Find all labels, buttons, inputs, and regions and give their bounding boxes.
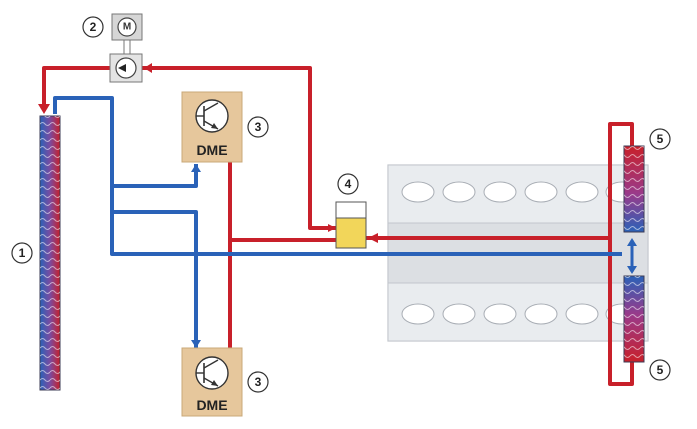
electric-coolant-pump: M xyxy=(109,13,143,83)
svg-text:1: 1 xyxy=(19,246,26,260)
callout-3-upper: 3 xyxy=(247,116,269,138)
flow-arrows xyxy=(38,63,637,348)
svg-text:3: 3 xyxy=(255,375,262,389)
flow-arrow-pump-return xyxy=(144,63,152,73)
callout-5-lower: 5 xyxy=(649,359,671,381)
motor-symbol: M xyxy=(123,22,131,33)
cylinder-bank-upper xyxy=(401,181,639,203)
svg-text:5: 5 xyxy=(657,363,664,377)
cold-line-upper-dme-feed xyxy=(112,164,198,188)
radiator xyxy=(39,115,61,391)
hot-line-pump-to-radiator xyxy=(42,66,110,110)
flow-arrow-reservoir-side xyxy=(328,224,336,232)
flow-arrow-dme-upper xyxy=(191,164,201,172)
transistor-icon xyxy=(195,99,229,133)
svg-text:5: 5 xyxy=(657,132,664,146)
cold-line-radiator-top xyxy=(53,96,622,256)
svg-text:3: 3 xyxy=(255,120,262,134)
hot-line-return-to-pump xyxy=(142,66,336,230)
flow-arrow-reservoir-in xyxy=(368,233,378,243)
flow-arrow-radiator-in xyxy=(38,104,50,114)
svg-text:4: 4 xyxy=(345,177,352,191)
heat-exchanger-lower xyxy=(623,275,645,363)
svg-text:2: 2 xyxy=(90,20,97,34)
heat-exchanger-upper xyxy=(623,145,645,233)
dme-label-upper: DME xyxy=(196,142,227,158)
dme-unit-upper: DME xyxy=(181,91,243,163)
dme-unit-lower: DME xyxy=(181,347,243,417)
dme-label-lower: DME xyxy=(196,397,227,413)
expansion-reservoir xyxy=(335,201,367,249)
flow-arrow-dme-lower xyxy=(191,340,201,348)
callout-1: 1 xyxy=(11,242,33,264)
cold-line-lower-dme-feed xyxy=(112,210,198,348)
cylinder-bank-lower xyxy=(401,303,639,325)
hot-coolant-lines xyxy=(42,66,634,386)
callout-2: 2 xyxy=(82,16,104,38)
callout-3-lower: 3 xyxy=(247,371,269,393)
callout-4: 4 xyxy=(337,173,359,195)
callout-5-upper: 5 xyxy=(649,128,671,150)
transistor-icon xyxy=(195,356,229,390)
